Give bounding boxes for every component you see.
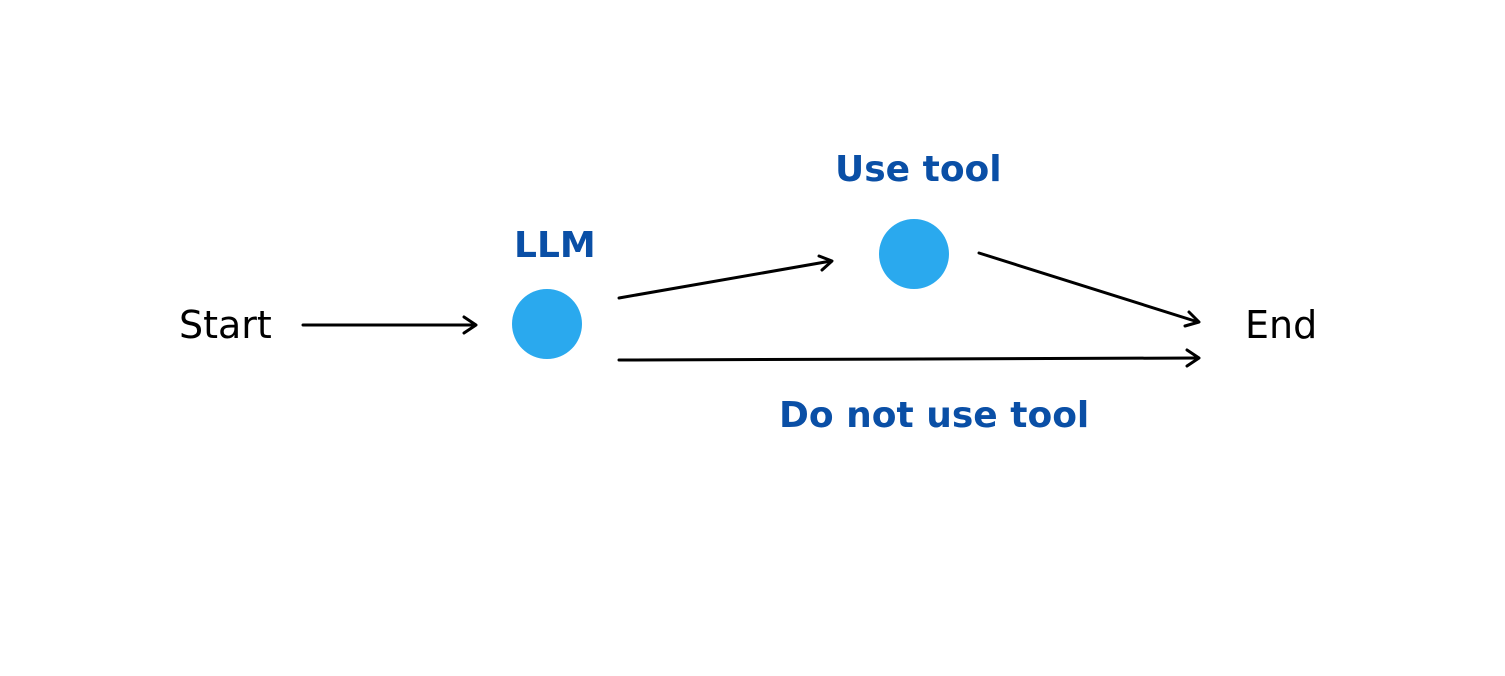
end-label: End	[1245, 303, 1318, 347]
node-use-tool-circle	[879, 219, 949, 289]
use-tool-label: Use tool	[835, 149, 1002, 190]
edge-llm-to-use-tool	[617, 254, 834, 300]
edge-use-tool-to-end	[977, 251, 1201, 328]
node-llm-circle	[512, 289, 582, 359]
edge-start-to-llm	[301, 315, 478, 335]
start-label: Start	[179, 303, 272, 347]
llm-label: LLM	[514, 225, 596, 266]
edge-llm-to-end	[617, 348, 1201, 368]
do-not-use-tool-label: Do not use tool	[779, 395, 1090, 436]
